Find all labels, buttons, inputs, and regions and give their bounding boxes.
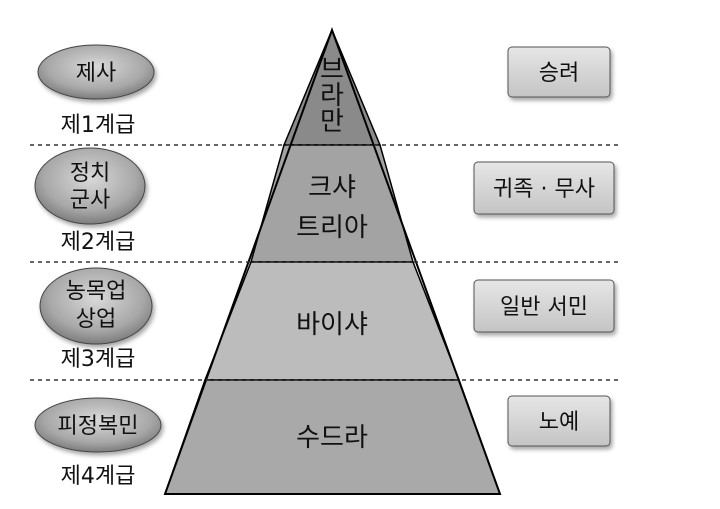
class-label: 제4계급 [61, 464, 136, 489]
caste-label: 라 [320, 81, 344, 111]
group-label: 정치 [70, 161, 110, 186]
class-label: 제3계급 [61, 347, 136, 372]
group-label: 군사 [70, 188, 110, 213]
role-box [507, 395, 611, 447]
caste-label: 브 [320, 55, 344, 85]
role-label: 노예 [539, 410, 579, 435]
role-label: 귀족 · 무사 [493, 177, 595, 202]
caste-label: 트리아 [296, 213, 368, 243]
role-label: 일반 서민 [500, 295, 588, 320]
class-label: 제1계급 [61, 113, 136, 138]
group-label: 농목업 [66, 279, 127, 304]
caste-label: 만 [320, 107, 344, 137]
pyramid-tier-2 [250, 144, 414, 263]
group-oval [37, 44, 155, 100]
class-label: 제2계급 [61, 230, 136, 255]
group-oval [39, 267, 153, 345]
caste-label: 크샤 [308, 173, 356, 203]
role-box [473, 161, 615, 215]
role-box [507, 46, 611, 98]
group-oval [34, 147, 146, 225]
group-label: 피정복민 [58, 414, 139, 439]
role-label: 승려 [539, 61, 579, 86]
group-oval [34, 397, 162, 453]
caste-label: 바이샤 [296, 310, 368, 340]
role-box [473, 279, 615, 333]
group-label: 상업 [76, 307, 116, 332]
caste-label: 수드라 [296, 423, 368, 453]
group-label: 제사 [76, 61, 116, 86]
